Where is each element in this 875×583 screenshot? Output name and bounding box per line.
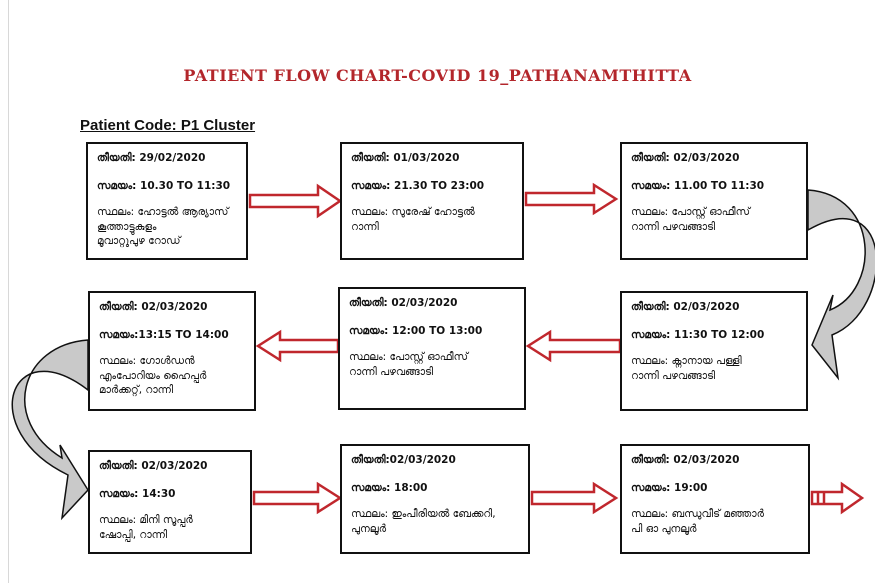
date-text: തീയതി: 02/03/2020 — [99, 460, 208, 472]
arrow-right-3 — [252, 481, 343, 515]
place-line: സ്ഥലം: ക്നാനായ പള്ളി — [631, 355, 742, 368]
place-line: റാന്നി — [351, 220, 379, 233]
date-text: തീയതി: 01/03/2020 — [351, 152, 460, 164]
date-text: തീയതി: 02/03/2020 — [631, 301, 740, 313]
time-text: സമയം: 11:30 TO 12:00 — [631, 329, 765, 342]
flow-step-3: തീയതി: 02/03/2020 സമയം: 11.00 TO 11:30 സ… — [620, 142, 808, 260]
place-line: റാന്നി പഴവങ്ങാടി — [631, 220, 716, 233]
patient-code-label: Patient Code: P1 Cluster — [80, 117, 256, 134]
flow-step-1: തീയതി: 29/02/2020 സമയം: 10.30 TO 11:30 സ… — [86, 142, 248, 260]
place-line: സ്ഥലം: സുരേഷ് ഹോട്ടൽ — [351, 206, 475, 219]
place-line: മൂവാറ്റുപുഴ റോഡ് — [97, 234, 181, 247]
place-line: സ്ഥലം: പോസ്റ്റ് ഓഫീസ് — [631, 206, 750, 219]
place-line: പുനലൂർ — [351, 522, 387, 535]
page-title: PATIENT FLOW CHART-COVID 19_PATHANAMTHIT… — [183, 66, 692, 85]
flow-step-9: തീയതി: 02/03/2020 സമയം: 19:00 സ്ഥലം: ബന്… — [620, 444, 810, 554]
time-text: സമയം: 19:00 — [631, 482, 708, 495]
arrow-right-1 — [248, 183, 343, 219]
date-text: തീയതി: 29/02/2020 — [97, 152, 206, 164]
time-text: സമയം: 11.00 TO 11:30 — [631, 180, 765, 193]
place-line: റാന്നി പഴവങ്ങാടി — [349, 365, 434, 378]
date-text: തീയതി: 02/03/2020 — [631, 152, 740, 164]
date-text: തീയതി: 02/03/2020 — [99, 301, 208, 313]
curved-arrow-right — [807, 189, 875, 381]
place-line: സ്ഥലം: മിനി സൂപ്പർ — [99, 514, 193, 527]
arrow-left-1 — [525, 329, 622, 363]
arrow-right-exit — [810, 481, 865, 515]
time-text: സമയം:13:15 TO 14:00 — [99, 329, 229, 342]
flow-step-7: തീയതി: 02/03/2020 സമയം: 14:30 സ്ഥലം: മിന… — [88, 450, 252, 554]
time-text: സമയം: 21.30 TO 23:00 — [351, 180, 485, 193]
flow-step-6: തീയതി: 02/03/2020 സമയം:13:15 TO 14:00 സ്… — [88, 291, 256, 411]
flow-step-5: തീയതി: 02/03/2020 സമയം: 12:00 TO 13:00 സ… — [338, 287, 526, 410]
curved-arrow-left — [11, 339, 89, 521]
time-text: സമയം: 10.30 TO 11:30 — [97, 180, 231, 193]
flow-step-4: തീയതി: 02/03/2020 സമയം: 11:30 TO 12:00 സ… — [620, 291, 808, 411]
time-text: സമയം: 18:00 — [351, 482, 428, 495]
flow-step-8: തീയതി:02/03/2020 സമയം: 18:00 സ്ഥലം: ഇംപീ… — [340, 444, 530, 554]
time-text: സമയം: 14:30 — [99, 488, 176, 501]
place-line: സ്ഥലം: പോസ്റ്റ് ഓഫീസ് — [349, 351, 468, 364]
place-line: ഷോപ്പി, റാന്നി — [99, 528, 168, 541]
date-text: തീയതി: 02/03/2020 — [349, 297, 458, 309]
place-line: സ്ഥലം: ഇംപീരിയൽ ബേക്കറി, — [351, 508, 496, 521]
place-line: സ്ഥലം: ഹോട്ടൽ ആര്യാസ് — [97, 206, 229, 219]
place-line: സ്ഥലം: ഗോൾഡൻ — [99, 355, 195, 368]
place-line: പി ഓ പുനലൂർ — [631, 522, 697, 535]
date-text: തീയതി: 02/03/2020 — [631, 454, 740, 466]
date-text: തീയതി:02/03/2020 — [351, 454, 456, 466]
page-edge-line — [8, 0, 9, 583]
place-line: മാർക്കറ്റ്, റാന്നി — [99, 383, 174, 396]
time-text: സമയം: 12:00 TO 13:00 — [349, 325, 483, 338]
place-line: റാന്നി പഴവങ്ങാടി — [631, 369, 716, 382]
place-line: സ്ഥലം: ബന്ധുവീട് മഞ്ഞാർ — [631, 508, 764, 521]
arrow-right-2 — [524, 182, 619, 216]
flow-step-2: തീയതി: 01/03/2020 സമയം: 21.30 TO 23:00 സ… — [340, 142, 524, 260]
arrow-right-4 — [530, 481, 619, 515]
place-line: കൂത്താട്ടുകുളം — [97, 220, 157, 233]
arrow-left-2 — [255, 329, 340, 363]
place-line: എംപോറിയം ഹൈപ്പർ — [99, 369, 207, 382]
